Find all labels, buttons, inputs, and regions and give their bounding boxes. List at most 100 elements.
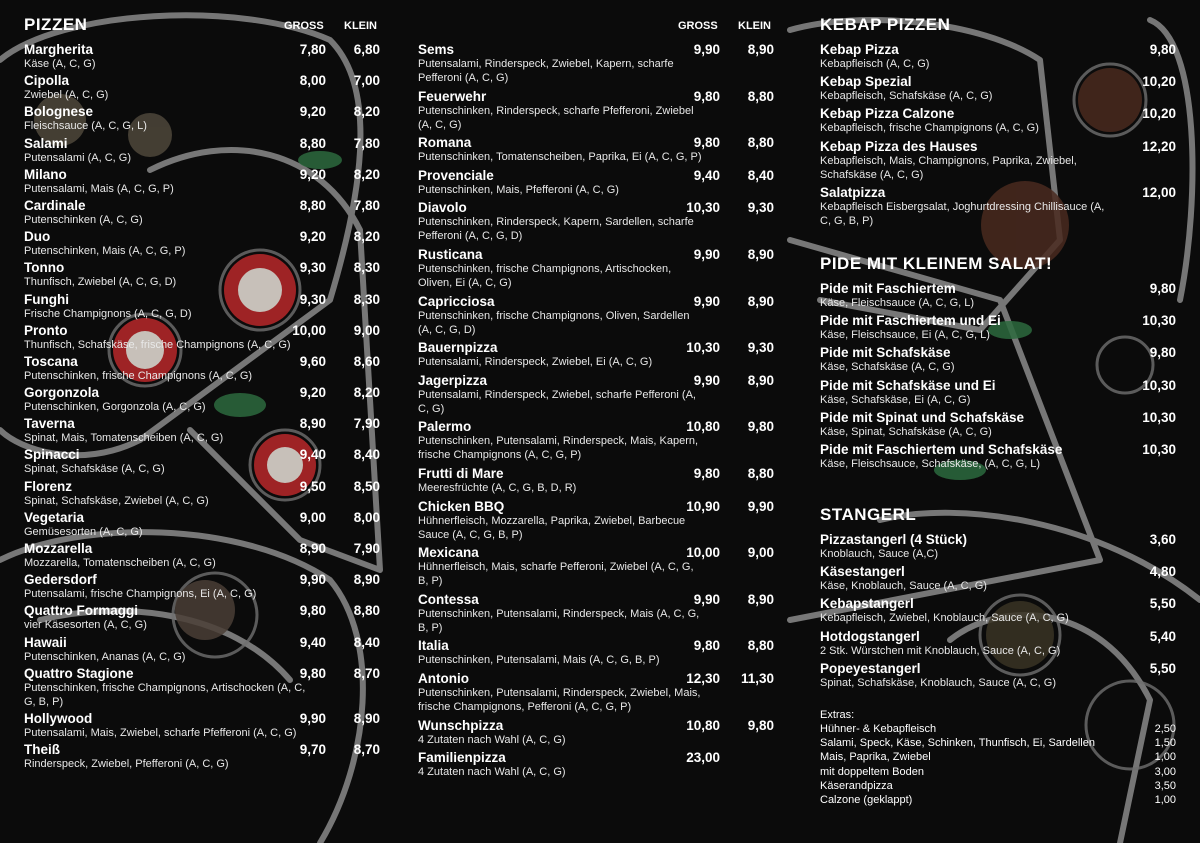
menu-item-description: Kebapfleisch, Zwiebel, Knoblauch, Sauce … — [820, 612, 1069, 625]
menu-item-name: Kebap Pizza des Hauses — [820, 138, 978, 154]
menu-item-description: Frische Champignons (A, C, G, D) — [24, 307, 192, 320]
menu-item-description: Putensalami, frische Champignons, Ei (A,… — [24, 588, 257, 601]
price-gross: 9,90 — [693, 293, 720, 309]
menu-item-name: Hollywood — [24, 710, 93, 726]
price: 5,50 — [1149, 660, 1176, 676]
price-gross: 9,80 — [299, 603, 326, 619]
price: 9,80 — [1149, 42, 1176, 57]
price-klein: 8,20 — [353, 166, 380, 182]
price-gross: 9,90 — [299, 572, 326, 588]
menu-item-name: Mozzarella — [24, 541, 93, 556]
price: 10,30 — [1142, 441, 1176, 457]
price-klein: 9,00 — [747, 545, 774, 561]
price-gross: 9,40 — [299, 447, 326, 463]
menu-item-name: Contessa — [418, 591, 479, 607]
menu-item-name: Pide mit Faschiertem und Schafskäse — [820, 441, 1063, 457]
menu-item-description: Kebapfleisch Eisbergsalat, Joghurtdressi… — [820, 200, 1105, 227]
menu-item-name: Pide mit Schafskäse und Ei — [820, 377, 996, 393]
menu-item-name: Pide mit Spinat und Schafskäse — [820, 409, 1025, 425]
menu-item-description: Putenschinken, Putensalami, Mais (A, C, … — [418, 654, 660, 667]
price-gross: 8,90 — [299, 541, 326, 556]
pizzen-header: PIZZEN GROSS KLEIN — [24, 14, 380, 42]
menu-item-description: Putensalami, Mais (A, C, G, P) — [24, 182, 174, 195]
menu-item-description: Putenschinken, Rinderspeck, scharfe Pfef… — [418, 104, 694, 131]
price-klein: 8,60 — [353, 353, 380, 369]
menu-item-name: Hotdogstangerl — [820, 628, 920, 644]
price-klein: 8,30 — [353, 291, 380, 307]
menu-item-description: Meeresfrüchte (A, C, G, B, D, R) — [418, 481, 577, 494]
price-gross: 9,20 — [299, 166, 326, 182]
price-klein: 8,90 — [747, 591, 774, 607]
price: 10,30 — [1142, 377, 1176, 393]
menu-item-description: Putenschinken, Ananas (A, C, G) — [24, 650, 186, 663]
menu-item-name: Antonio — [418, 670, 469, 686]
price-gross: 9,70 — [299, 742, 326, 758]
menu-item-name: Gorgonzola — [24, 385, 99, 401]
extra-price: 1,50 — [1154, 737, 1176, 750]
price-klein: 7,00 — [353, 73, 380, 89]
menu-item-description: Putensalami, Mais, Zwiebel, scharfe Pfef… — [24, 726, 297, 739]
menu-item-name: Kebap Pizza — [820, 42, 899, 57]
column-label-gross: GROSS — [284, 20, 324, 32]
menu-item-description: Spinat, Schafskäse, Knoblauch, Sauce (A,… — [820, 676, 1057, 689]
price: 5,50 — [1149, 596, 1176, 612]
section-title-stangerl: STANGERL — [820, 505, 917, 525]
extra-price: 3,00 — [1154, 765, 1176, 778]
price-gross: 9,80 — [693, 465, 720, 481]
menu-item-name: Romana — [418, 135, 472, 151]
menu-item-name: Capricciosa — [418, 293, 495, 309]
menu-item-description: Mozzarella, Tomatenscheiben (A, C, G) — [24, 557, 216, 569]
menu-item-description: Käse (A, C, G) — [24, 58, 96, 70]
price-klein: 8,70 — [353, 665, 380, 681]
menu-item-description: Putenschinken, frische Champignons, Arti… — [24, 681, 306, 708]
menu-item-description: Putenschinken, Gorgonzola (A, C, G) — [24, 401, 206, 414]
price-klein: 8,20 — [353, 104, 380, 120]
price-klein: 9,00 — [353, 322, 380, 338]
menu-item-description: Käse, Fleischsauce (A, C, G, L) — [820, 296, 975, 309]
price-gross: 7,80 — [299, 42, 326, 57]
menu-item-name: Cipolla — [24, 73, 70, 89]
menu-item-description: Kebapfleisch, Schafskäse (A, C, G) — [820, 90, 993, 103]
menu-item-description: Putenschinken, frische Champignons, Arti… — [418, 262, 672, 289]
price-gross: 10,00 — [292, 322, 326, 338]
menu-item-name: Gedersdorf — [24, 572, 97, 588]
menu-item-description: Kebapfleisch, frische Champignons (A, C,… — [820, 122, 1039, 135]
menu-item-name: Kebap Spezial — [820, 74, 912, 90]
price-gross: 10,90 — [686, 498, 720, 514]
price: 10,20 — [1142, 106, 1176, 122]
menu-item-name: Kebapstangerl — [820, 596, 914, 612]
price-klein: 8,40 — [747, 167, 774, 183]
price-gross: 9,20 — [299, 104, 326, 120]
extra-price: 1,00 — [1154, 794, 1176, 807]
menu-item-description: 2 Stk. Würstchen mit Knoblauch, Sauce (A… — [820, 644, 1061, 657]
menu-item-description: Hühnerfleisch, Mozzarella, Paprika, Zwie… — [418, 514, 686, 541]
price: 10,30 — [1142, 313, 1176, 329]
price-gross: 8,00 — [299, 73, 326, 89]
menu-item-description: Thunfisch, Zwiebel (A, C, G, D) — [24, 276, 177, 289]
